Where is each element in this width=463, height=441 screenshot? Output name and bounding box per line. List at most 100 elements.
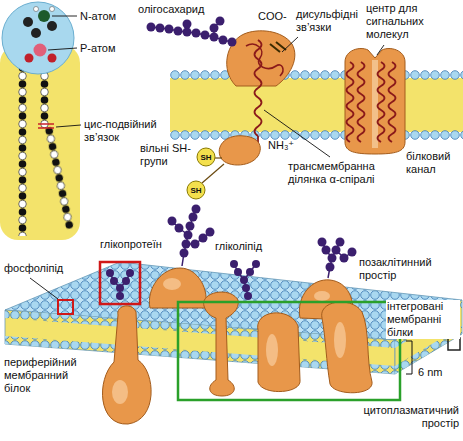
part-label: трансмембранна ділянка α-спіралі [288,160,388,186]
protein-channel [347,62,354,142]
sugar-chain [252,260,260,268]
sugar-chain [332,246,341,255]
protein-highlight [314,291,330,301]
part-label: білковий канал [406,150,460,176]
site-label: центр для сигнальних молекул [366,2,460,41]
leader-line [56,125,81,127]
dimension-bracket [406,341,412,374]
membrane-protein [322,302,372,393]
sugar-chain [184,231,193,240]
oligosaccharide-chain [147,17,237,47]
highlight-frame [100,262,140,304]
sugar-chain [106,205,357,301]
leader-line [48,16,384,157]
glycoprotein-shape [246,44,283,76]
sugar-chain [318,238,327,247]
oligosaccharide-chain [219,36,228,45]
group-label: вільні SH-групи [140,142,200,168]
phospholipid-molecule [34,44,47,57]
sugar-chain [242,284,250,292]
protein-channel [358,62,365,142]
glycoprotein-shape [219,136,260,165]
glycoprotein-shape [255,40,262,136]
oligosaccharide-chain [147,23,156,32]
sugar-chain [192,205,201,214]
sugar-chain [230,260,238,268]
sugar-chain [116,284,124,292]
leader-line [30,278,58,299]
part-label: фосфоліпід [4,262,63,275]
glycoprotein-shape [197,148,215,166]
sugar-chain [240,276,248,284]
leader-line [377,45,384,55]
phospholipid-molecule [0,2,80,240]
dimension-bracket [406,341,412,374]
lipid-bilayer [170,70,463,80]
phospholipid-molecule [34,7,39,12]
sugar-chain [328,242,340,278]
sugar-chain [191,240,200,249]
highlight-frame [58,300,73,314]
lipid-bilayer [170,130,463,140]
glycoprotein-shape [202,164,224,183]
glycoprotein-shape [187,31,295,199]
highlight-frame [178,302,400,400]
oligosaccharide-chain [147,17,237,47]
sugar-chain [168,217,177,226]
protein-channel [389,62,396,142]
highlight-frame [58,262,460,400]
part-label: глікопротеїн [100,238,162,251]
leader-line [264,110,330,157]
lipid-bilayer [170,78,463,132]
sugar-chain [122,277,130,285]
phospholipid-molecule [38,127,54,129]
atom-label: P-атом [80,42,115,55]
phospholipid-molecule [2,2,74,74]
glycoprotein-shape [227,31,295,86]
dimension-label: 6 nm [418,366,442,379]
part-label: гліколіпід [215,240,262,253]
sh-group-mark: SH [190,186,201,195]
phospholipid-molecule [44,126,74,230]
sugar-chain [234,268,242,276]
phospholipid-molecule [48,54,57,63]
leader-line [48,48,77,50]
oligosaccharide-chain [156,24,165,33]
phospholipid-molecule [47,21,57,31]
protein-highlight [112,278,346,404]
sugar-chain [326,263,335,272]
leader-line [52,16,77,17]
highlight-frame [448,338,460,350]
sugar-chain [189,213,198,222]
protein-highlight [112,380,128,404]
protein-highlight [266,334,278,366]
phospholipid-molecule [50,7,55,12]
sugar-chain [244,292,252,300]
protein-highlight [334,322,346,358]
phospholipid-molecule [23,17,33,27]
lipid-bilayer [170,70,463,140]
leader-line [30,278,58,299]
atom-label: N-атом [80,10,116,23]
bond-label: дисульфідні зв’язки [296,8,362,34]
bond-label: цис-подвійний зв’язок [84,118,174,144]
sh-group-mark: SH [200,153,211,162]
oligosaccharide-chain [210,24,219,33]
sugar-chain [106,269,114,277]
part-label: інтегровані мембранні білки [386,300,460,339]
region-label: позаклітинний простір [358,256,452,282]
phospholipid-molecule [31,28,41,38]
phospholipid-molecule [38,10,50,22]
phospholipid-molecule [38,123,54,125]
sugar-chain [106,205,357,301]
membrane-protein [258,313,300,392]
sugar-chain [110,277,118,285]
protein-channel [345,49,405,155]
sugar-chain [340,254,349,263]
sugar-chain [182,240,191,249]
part-label: олігосахарид [138,3,204,16]
protein-highlight [163,278,181,290]
sugar-chain [206,228,215,237]
region-label: цитоплазматичний простір [355,404,459,430]
